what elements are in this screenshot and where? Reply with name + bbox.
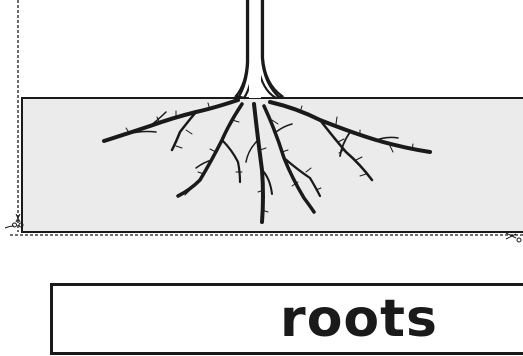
soil-panel [22, 98, 523, 232]
roots-label: roots [179, 286, 523, 352]
scissors-icon [506, 233, 521, 242]
scissors-icon [5, 214, 23, 228]
label-card: roots [50, 283, 523, 355]
